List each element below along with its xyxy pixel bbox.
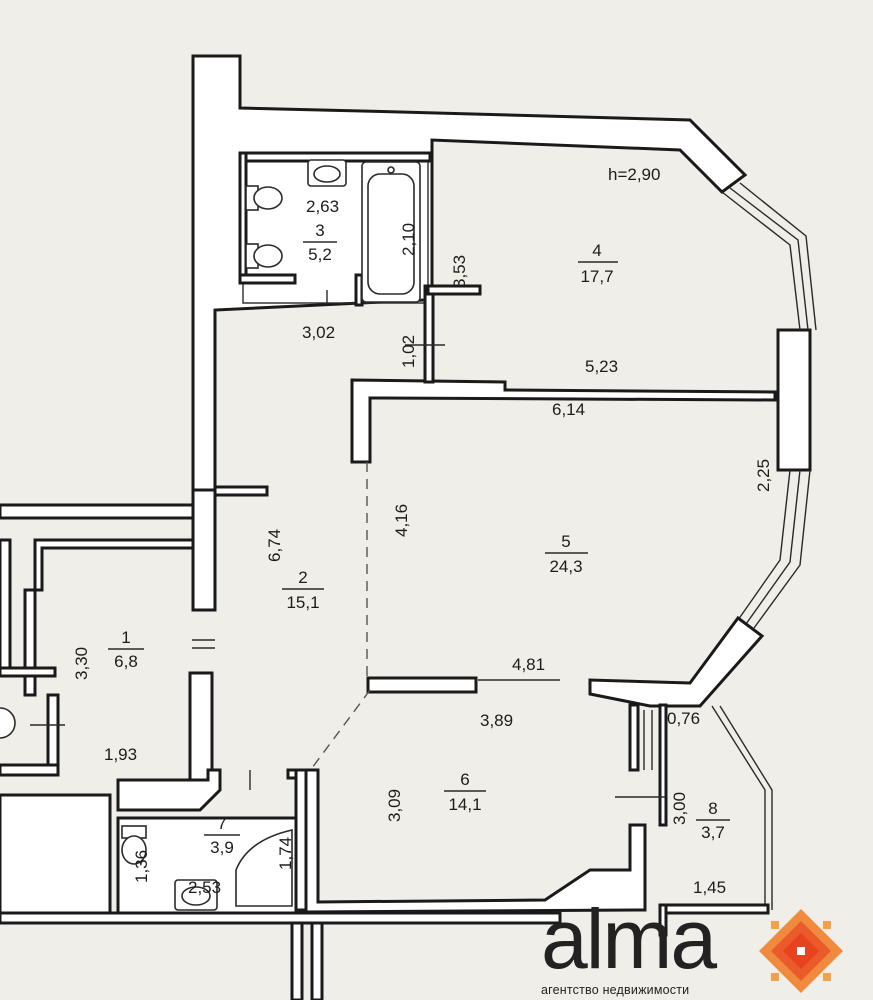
dimension-label: 4,81 — [512, 655, 545, 674]
toilet-icon — [121, 825, 147, 865]
dimension-label: 1,02 — [399, 335, 418, 368]
sink-icon — [174, 879, 218, 911]
brand-tagline: агентство недвижимости — [541, 983, 690, 997]
room-area: 24,3 — [549, 557, 582, 576]
dimension-label: 3,30 — [72, 647, 91, 680]
fixtures — [0, 159, 421, 911]
room-area: 15,1 — [286, 593, 319, 612]
room-area: 6,8 — [114, 652, 138, 671]
dimension-label: 3,53 — [450, 255, 469, 288]
dimension-label: 6,14 — [552, 400, 585, 419]
dimension-label: 3,09 — [385, 789, 404, 822]
dimension-label: 4,16 — [392, 504, 411, 537]
shower-icon — [235, 828, 293, 907]
dimension-marks — [30, 290, 665, 798]
dimension-label: 3,89 — [480, 711, 513, 730]
dimension-label: 1,36 — [132, 850, 151, 883]
room-area: 3,7 — [701, 823, 725, 842]
dimension-label: 2,10 — [399, 223, 418, 256]
dimension-label: 1,74 — [276, 837, 295, 870]
room-number: 1 — [121, 628, 130, 647]
labels: h=2,90 4 17,7 3 5,2 5 24,3 2 15,1 1 6,8 … — [72, 165, 773, 897]
room-area: 14,1 — [448, 795, 481, 814]
dimension-label: 2,25 — [754, 459, 773, 492]
room-number: 8 — [708, 799, 717, 818]
dimension-label: 3,02 — [302, 323, 335, 342]
room-number: 6 — [460, 770, 469, 789]
room-number: 3 — [315, 221, 324, 240]
dimension-label: 1,93 — [104, 745, 137, 764]
toilet-icon — [245, 185, 283, 211]
dimension-label: 5,23 — [585, 357, 618, 376]
dimension-label: 2,53 — [188, 878, 221, 897]
room-number: 7 — [217, 814, 226, 833]
room-area: 17,7 — [580, 267, 613, 286]
ceiling-height-label: h=2,90 — [608, 165, 660, 184]
room-number: 2 — [298, 568, 307, 587]
room-number: 4 — [592, 241, 601, 260]
room-area: 3,9 — [210, 838, 234, 857]
bidet-icon — [245, 243, 283, 269]
dimension-label: 2,63 — [306, 197, 339, 216]
room-number: 5 — [561, 532, 570, 551]
brand-logo: alma агентство недвижимости — [541, 897, 861, 1000]
dimension-label: 1,45 — [693, 878, 726, 897]
dimension-label: 0,76 — [667, 709, 700, 728]
dimension-label: 3,00 — [670, 792, 689, 825]
room-area: 5,2 — [308, 245, 332, 264]
brand-name: alma — [541, 892, 717, 986]
diamond-logo-icon — [759, 909, 843, 993]
dimension-label: 6,74 — [265, 529, 284, 562]
